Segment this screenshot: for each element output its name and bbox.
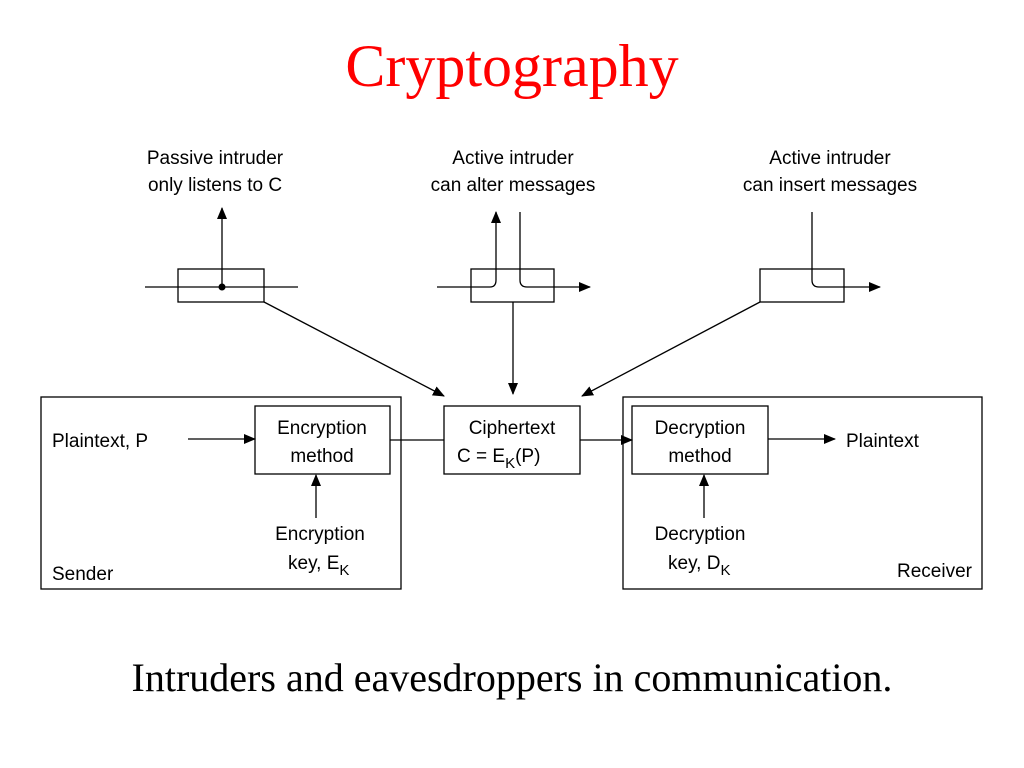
passive-to-ciphertext-arrow (263, 301, 445, 397)
sender-label: Sender (52, 564, 114, 585)
active-alter-label-line2: can alter messages (431, 175, 596, 196)
decryption-key-line1: Decryption (655, 524, 746, 545)
active-alter-tap (437, 211, 591, 303)
receiver-label: Receiver (897, 561, 973, 582)
passive-intruder-tap (145, 207, 298, 303)
active-insert-label-line2: can insert messages (743, 175, 917, 196)
slide-caption: Intruders and eavesdroppers in communica… (131, 655, 893, 700)
encryption-key-line2: key, EK (288, 553, 349, 579)
ciphertext-line2: C = EK(P) (457, 446, 540, 472)
ciphertext-line1: Ciphertext (469, 418, 556, 439)
ciphertext-box: Ciphertext C = EK(P) (443, 405, 581, 475)
active-alter-label-line1: Active intruder (452, 148, 574, 169)
receiver-box: Receiver Decryption method Plaintext Dec… (622, 396, 983, 590)
sender-plaintext-label: Plaintext, P (52, 431, 148, 452)
encryption-method-line1: Encryption (277, 418, 367, 439)
slide-title: Cryptography (345, 33, 679, 99)
active-insert-tap (759, 212, 881, 303)
sender-box: Sender Plaintext, P Encryption method En… (40, 396, 402, 590)
passive-intruder-label-line2: only listens to C (148, 175, 282, 196)
decryption-key-line2: key, DK (668, 553, 730, 579)
encryption-method-line2: method (290, 446, 353, 467)
decryption-method-line1: Decryption (655, 418, 746, 439)
insert-to-ciphertext-arrow (581, 301, 761, 397)
active-insert-label-line1: Active intruder (769, 148, 891, 169)
encryption-key-line1: Encryption (275, 524, 365, 545)
receiver-plaintext-label: Plaintext (846, 431, 920, 452)
decryption-method-line2: method (668, 446, 731, 467)
passive-intruder-label-line1: Passive intruder (147, 148, 284, 169)
